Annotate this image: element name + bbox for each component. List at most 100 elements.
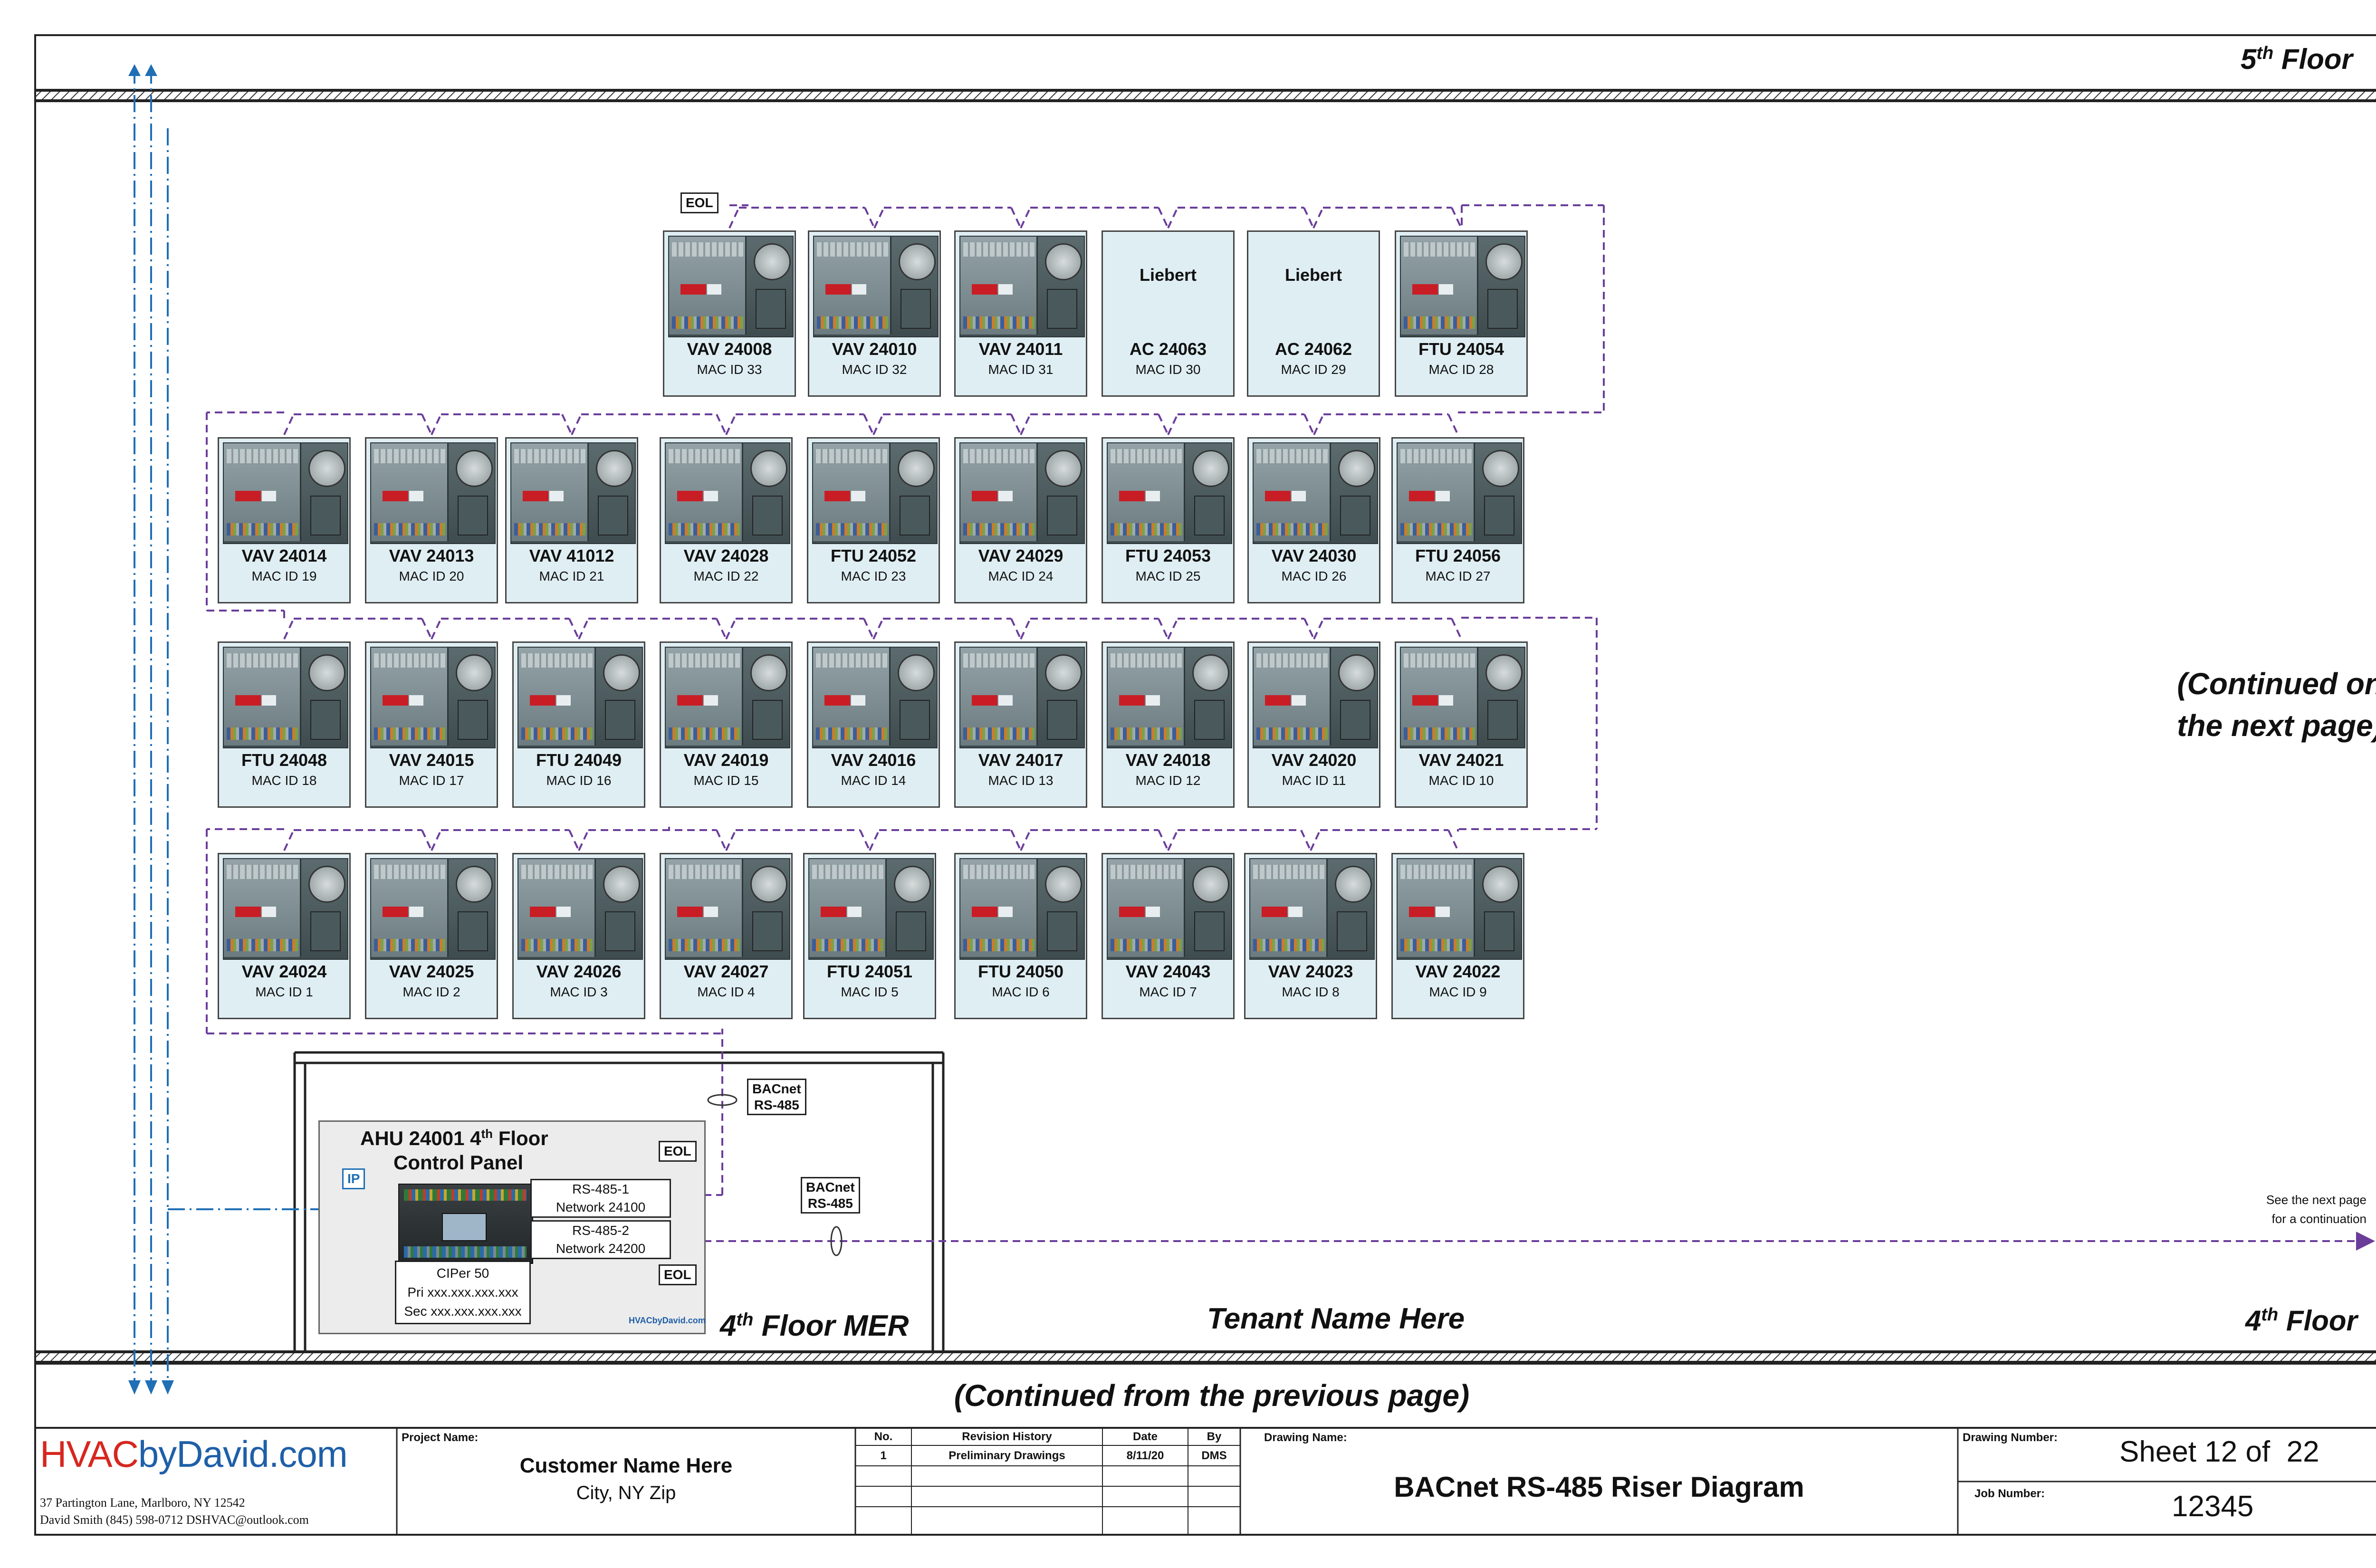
device-name: VAV 24019	[683, 750, 769, 770]
riser-arrows	[128, 64, 174, 1395]
controller-photo	[517, 647, 643, 748]
actuator-icon	[308, 654, 345, 691]
device-mac-id: MAC ID 8	[1282, 985, 1340, 999]
device-name: VAV 24025	[389, 962, 474, 981]
chain-segment	[1158, 618, 1169, 640]
device-mac-id: MAC ID 21	[539, 569, 604, 583]
device-mac-id: MAC ID 24	[988, 569, 1054, 583]
continued-prev-note: (Continued from the previous page)	[954, 1378, 1470, 1413]
actuator-icon	[1045, 450, 1082, 487]
chain-segment	[873, 207, 885, 229]
controller-photo	[1397, 858, 1522, 960]
controller-photo	[1249, 858, 1375, 960]
port-name: RS-485-1	[572, 1182, 629, 1196]
chain-segment	[1020, 618, 1031, 640]
revision-table-grid	[855, 1428, 1240, 1535]
chain-segment	[571, 414, 582, 435]
device-mac-id: MAC ID 23	[841, 569, 906, 583]
device-mac-id: MAC ID 31	[988, 362, 1054, 377]
controller-photo	[370, 647, 496, 748]
controller-photo	[1253, 442, 1378, 544]
chain-segment	[568, 618, 580, 640]
device-name: FTU 24050	[977, 962, 1064, 981]
actuator-icon	[1482, 450, 1519, 487]
device-mac-id: MAC ID 28	[1428, 362, 1494, 377]
controller-photo	[959, 442, 1085, 544]
chain-segment	[1010, 414, 1022, 435]
tenant-name: Tenant Name Here	[1207, 1302, 1465, 1335]
device-name: VAV 24030	[1271, 546, 1357, 565]
floor-word: Floor	[2286, 1305, 2357, 1337]
rs485-daisy-chain	[206, 204, 1605, 1034]
controller-secondary-ip: Sec xxx.xxx.xxx.xxx	[404, 1304, 522, 1319]
chain-segment	[863, 618, 874, 640]
logo-bydavid: byDavid.com	[138, 1433, 348, 1475]
controller-photo	[665, 442, 790, 544]
chain-segment	[716, 830, 727, 851]
device-mac-id: MAC ID 25	[1135, 569, 1201, 583]
mer-label: 4th Floor MER	[720, 1309, 909, 1343]
drawing-number-label: Drawing Number:	[1963, 1431, 2058, 1444]
panel-subtitle: Control Panel	[393, 1151, 524, 1174]
chain-segment	[1451, 207, 1462, 229]
floor-number: 4	[2245, 1305, 2261, 1337]
controller-photo	[959, 647, 1085, 748]
device-mac-id: MAC ID 32	[842, 362, 907, 377]
chain-segment	[725, 414, 737, 435]
chain-segment	[1010, 207, 1022, 229]
actuator-icon	[750, 866, 787, 903]
chain-segment	[1300, 830, 1312, 851]
controller-photo	[1107, 858, 1232, 960]
floor-word: Floor	[2281, 43, 2353, 75]
chain-segment	[1313, 618, 1324, 640]
chain-segment	[561, 414, 573, 435]
device-name: FTU 24052	[830, 546, 917, 565]
drawing-border	[34, 34, 2376, 1536]
device-name: VAV 24015	[389, 750, 474, 770]
see-next-note: See the next page for a continuation	[2176, 1190, 2366, 1228]
controller-photo	[1400, 236, 1525, 337]
mer-floor-suffix: th	[736, 1310, 754, 1330]
revision-cell: Preliminary Drawings	[948, 1449, 1065, 1462]
panel-title-base: AHU 24001 4	[360, 1127, 481, 1149]
controller-photo	[370, 858, 496, 960]
actuator-icon	[1192, 450, 1229, 487]
actuator-icon	[603, 866, 640, 903]
controller-photo	[959, 858, 1085, 960]
device-name: FTU 24048	[241, 750, 327, 770]
actuator-icon	[1485, 243, 1523, 280]
chain-segment	[568, 830, 580, 851]
chain-segment	[578, 618, 589, 640]
chain-segment	[421, 830, 432, 851]
floor-number: 5	[2241, 43, 2257, 75]
logo-hvac: HVAC	[40, 1433, 139, 1475]
device-name: VAV 24011	[978, 339, 1063, 359]
continued-next-note: (Continued on the next page)	[2160, 663, 2376, 746]
controller-photo	[813, 236, 939, 337]
device-mac-id: MAC ID 33	[697, 362, 762, 377]
panel-watermark: HVACbyDavid.com	[629, 1316, 706, 1325]
chain-segment	[725, 830, 737, 851]
device-name: VAV 24014	[241, 546, 327, 565]
drawing-name: BACnet RS-485 Riser Diagram	[1394, 1471, 1804, 1503]
mer-word: Floor MER	[761, 1310, 909, 1342]
revision-cell: DMS	[1201, 1449, 1227, 1462]
actuator-icon	[899, 243, 936, 280]
chain-segment	[1158, 207, 1169, 229]
device-brand: Liebert	[1284, 265, 1342, 285]
controller-photo	[510, 442, 636, 544]
controller-photo	[1400, 647, 1525, 748]
chain-segment	[578, 830, 589, 851]
device-mac-id: MAC ID 15	[693, 773, 759, 788]
actuator-icon	[603, 654, 640, 691]
